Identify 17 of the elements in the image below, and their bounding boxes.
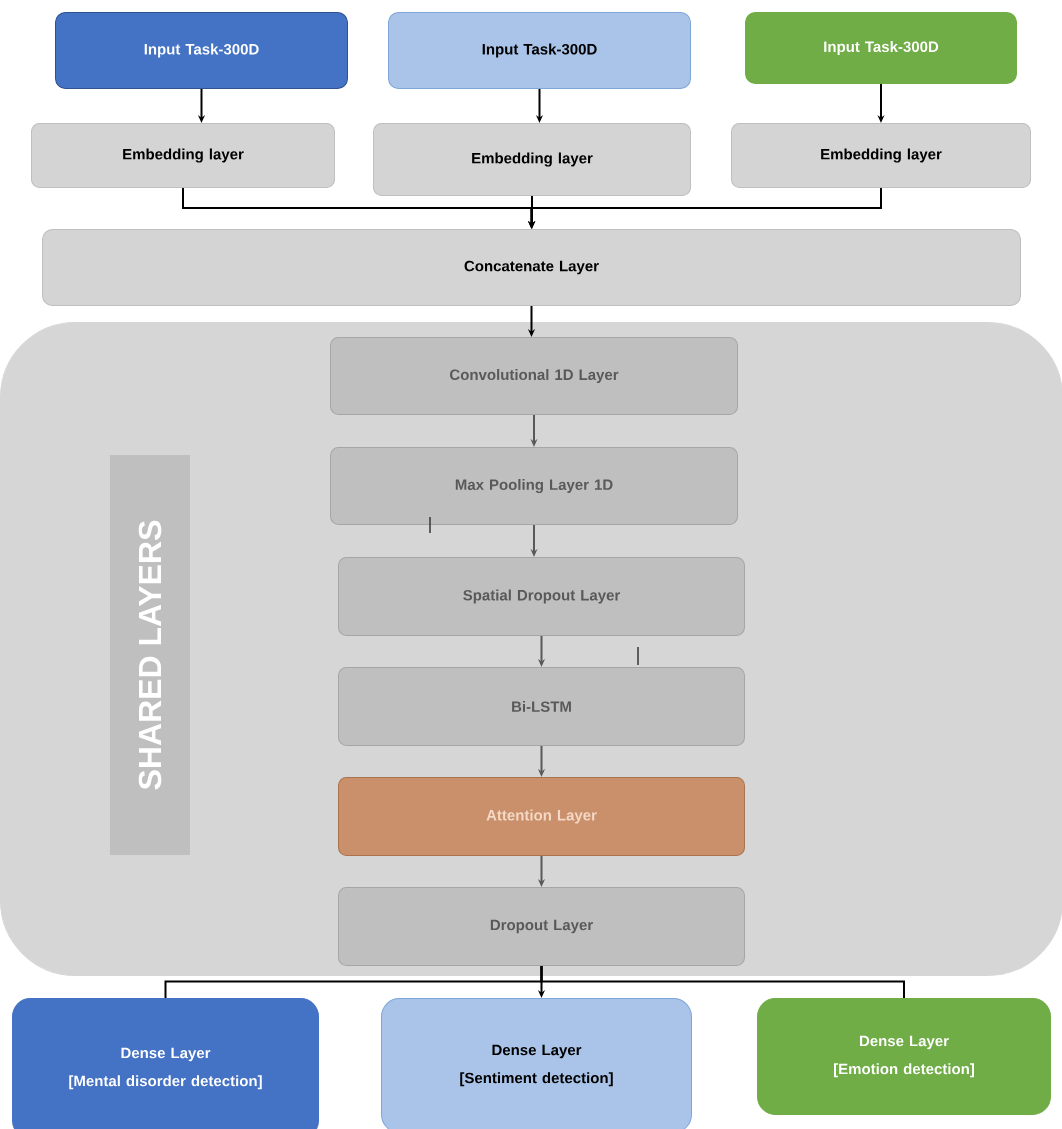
- rotated-label-band: SHARED LAYERS: [110, 455, 190, 855]
- layer-box: Max Pooling Layer 1D: [330, 447, 738, 525]
- output-box: Dense Layer [Sentiment detection]: [381, 998, 692, 1129]
- layer-box: Dropout Layer: [338, 887, 745, 966]
- input-box: Input Task-300D: [745, 12, 1017, 84]
- layer-box: Embedding layer: [731, 123, 1031, 188]
- layer-box: Embedding layer: [31, 123, 335, 188]
- output-box: Dense Layer [Mental disorder detection]: [12, 998, 319, 1129]
- layer-box: Spatial Dropout Layer: [338, 557, 745, 636]
- input-box: Input Task-300D: [55, 12, 348, 89]
- layer-box: Embedding layer: [373, 123, 691, 196]
- input-box: Input Task-300D: [388, 12, 691, 89]
- layer-box: Attention Layer: [338, 777, 745, 856]
- layer-box: Concatenate Layer: [42, 229, 1021, 306]
- layer-box: Bi-LSTM: [338, 667, 745, 746]
- output-box: Dense Layer [Emotion detection]: [757, 998, 1051, 1115]
- layer-box: Convolutional 1D Layer: [330, 337, 738, 415]
